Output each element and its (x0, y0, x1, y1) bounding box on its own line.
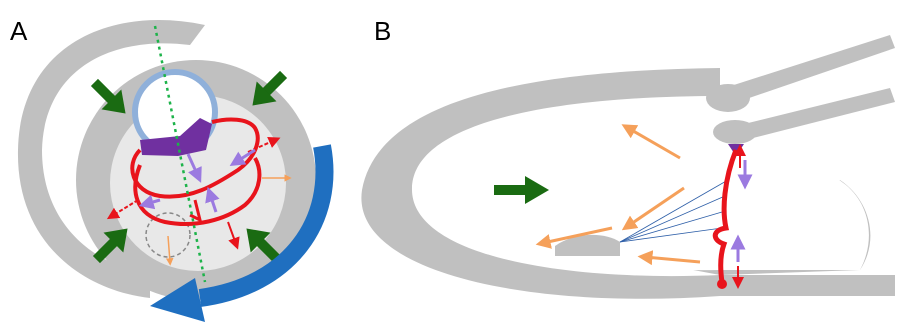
papillary-muscle (555, 234, 620, 256)
arrow-inward-icon (92, 228, 128, 264)
violet-arrow (186, 153, 202, 183)
mitral-commissure (189, 199, 203, 223)
valve-cusp (713, 120, 757, 144)
panel-a (17, 20, 334, 322)
arrow-inward-icon (246, 228, 282, 264)
red-arrow (106, 199, 139, 220)
aortic-outflow (712, 35, 895, 108)
panel-b (361, 35, 896, 299)
leaflet-tip (717, 279, 727, 289)
violet-arrow (229, 148, 256, 167)
valve-cusp (706, 84, 750, 112)
mitral-leaflet-anterior (130, 117, 260, 199)
orange-arrow (165, 235, 174, 266)
aortic-outflow-2 (740, 88, 895, 140)
mitral-leaflet-posterior (133, 156, 262, 226)
violet-arrow (138, 194, 161, 210)
orange-arrow (637, 250, 701, 266)
panel-a-label: A (10, 16, 28, 46)
orange-arrow (621, 124, 681, 160)
violet-arrow (205, 186, 220, 213)
orange-arrow (535, 226, 613, 249)
red-arrow (227, 221, 240, 250)
papillary-outline (145, 212, 191, 258)
ventricle-outer-loop (17, 20, 206, 298)
commissural-axis (153, 25, 207, 283)
mitral-leaflet-long (712, 149, 739, 283)
panel-b-label: B (374, 16, 392, 46)
curved-arrow-icon (198, 144, 334, 307)
chordae-tendineae (619, 179, 729, 243)
ventricle-long-outer (361, 68, 896, 299)
ventricle-long-lumen (417, 100, 869, 271)
arrow-right-icon (494, 176, 549, 204)
orange-arrow (621, 186, 685, 231)
curved-arrow-head (150, 278, 205, 322)
arrow-inward-icon (252, 70, 288, 106)
red-arrow (247, 136, 281, 153)
arrow-inward-icon (90, 78, 126, 114)
